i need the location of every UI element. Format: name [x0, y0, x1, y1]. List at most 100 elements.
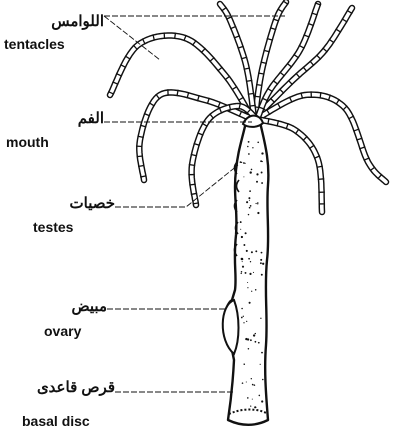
body-texture-dot — [257, 141, 259, 143]
tentacle-segment — [189, 184, 195, 185]
body-texture-dot — [250, 405, 251, 406]
body-texture-dot — [252, 384, 254, 386]
tentacle-2 — [220, 4, 254, 117]
body-texture-dot — [260, 259, 262, 261]
body-texture-dot — [255, 407, 256, 408]
body-texture-dot — [242, 266, 244, 268]
body-texture-dot — [241, 162, 242, 163]
mouth-label-en: mouth — [6, 135, 49, 149]
body-texture-dot — [249, 190, 251, 192]
body-texture-dot — [251, 378, 252, 379]
body-texture-dot — [246, 381, 247, 382]
tentacle-segment — [248, 93, 254, 94]
body-texture-dot — [243, 316, 244, 317]
body-texture-dot — [248, 214, 249, 215]
body-texture-dot — [249, 200, 250, 201]
body-texture-dot — [252, 147, 253, 148]
body-texture-dot — [242, 261, 243, 262]
tentacle-segment — [175, 33, 176, 39]
body-texture-dot — [250, 171, 252, 173]
body-texture-dot — [253, 272, 254, 273]
body-texture-dot — [261, 352, 263, 354]
body-texture-dot — [262, 161, 263, 162]
body-texture-dot — [247, 287, 248, 288]
body-texture-dot — [248, 258, 250, 260]
body-texture-dot — [256, 181, 258, 183]
body-texture-dot — [248, 153, 250, 155]
body-texture-dot — [250, 339, 252, 341]
basal-disc-label-ar: قرص قاعدى — [12, 380, 115, 395]
body-texture-dot — [261, 152, 263, 154]
body-texture-dot — [262, 379, 264, 381]
body-texture-dot — [255, 333, 256, 334]
body-texture-dot — [255, 289, 257, 291]
ovary-bulge — [223, 300, 239, 354]
body-texture-dot — [240, 229, 241, 230]
basal-disc-label-en: basal disc — [22, 414, 90, 428]
body-texture-dot — [255, 203, 256, 204]
body-texture-dot — [246, 250, 248, 252]
body-texture-dot — [251, 291, 252, 292]
body-texture-dot — [248, 348, 250, 350]
body-texture-dot — [241, 271, 243, 273]
body-texture-dot — [261, 182, 263, 184]
body-texture-dot — [253, 334, 255, 336]
tentacle-segment — [137, 156, 143, 157]
tentacle-segment — [254, 96, 260, 97]
body-texture-dot — [251, 169, 253, 171]
body-texture-dot — [251, 251, 253, 253]
body-texture-dot — [262, 263, 264, 265]
body-texture-dot — [243, 162, 245, 164]
body-texture-dot — [243, 244, 245, 246]
body-texture-dot — [249, 302, 251, 304]
body-texture-dot — [245, 272, 247, 274]
ovary-label-en: ovary — [44, 324, 81, 338]
body-texture-dot — [250, 261, 251, 262]
body-texture-dot — [247, 282, 248, 283]
body-texture-dot — [240, 221, 242, 223]
ovary-label-ar: مبيض — [12, 299, 107, 314]
body-texture-dot — [241, 308, 243, 310]
body-texture-dot — [245, 163, 246, 164]
body-texture-dot — [256, 173, 258, 175]
body-texture-dot — [245, 232, 247, 234]
body-texture-dot — [255, 250, 257, 252]
body-texture-dot — [244, 363, 245, 364]
body-texture-dot — [246, 201, 248, 203]
body-texture-dot — [241, 273, 242, 274]
body-texture-dot — [248, 141, 250, 143]
body-texture-dot — [257, 202, 258, 203]
testes-label-ar: خصيات — [12, 196, 115, 211]
testes-leader-line — [115, 165, 238, 207]
body-texture-dot — [249, 273, 251, 275]
body-texture-dot — [241, 317, 243, 319]
body-texture-dot — [246, 321, 247, 322]
tentacle-segment — [249, 105, 255, 106]
body-texture-dot — [260, 318, 261, 319]
body-texture-dot — [259, 395, 261, 397]
body-texture-dot — [261, 252, 263, 254]
tentacle-segment — [320, 92, 321, 98]
body-texture-dot — [243, 322, 244, 323]
tentacle-segment — [318, 179, 324, 180]
body-texture-dot — [242, 382, 244, 384]
tentacles-label-ar: اللوامس — [12, 14, 104, 29]
body-texture-dot — [261, 274, 263, 276]
body-texture-dot — [247, 338, 249, 340]
body-texture-dot — [254, 384, 256, 386]
body-texture-dot — [257, 212, 259, 214]
tentacles-label-en: tentacles — [4, 37, 65, 51]
body-texture-dot — [258, 342, 260, 344]
body-texture-dot — [241, 236, 243, 238]
body-texture-dot — [261, 400, 263, 402]
body-texture-dot — [247, 397, 249, 399]
body-texture-dot — [260, 262, 262, 264]
body-texture-dot — [248, 197, 250, 199]
body-column — [224, 122, 268, 425]
mouth-label-ar: الفم — [12, 111, 104, 126]
body-texture-dot — [247, 146, 249, 148]
testes-label-en: testes — [33, 220, 73, 234]
body-texture-dot — [249, 207, 251, 209]
hydra-body — [223, 116, 269, 425]
